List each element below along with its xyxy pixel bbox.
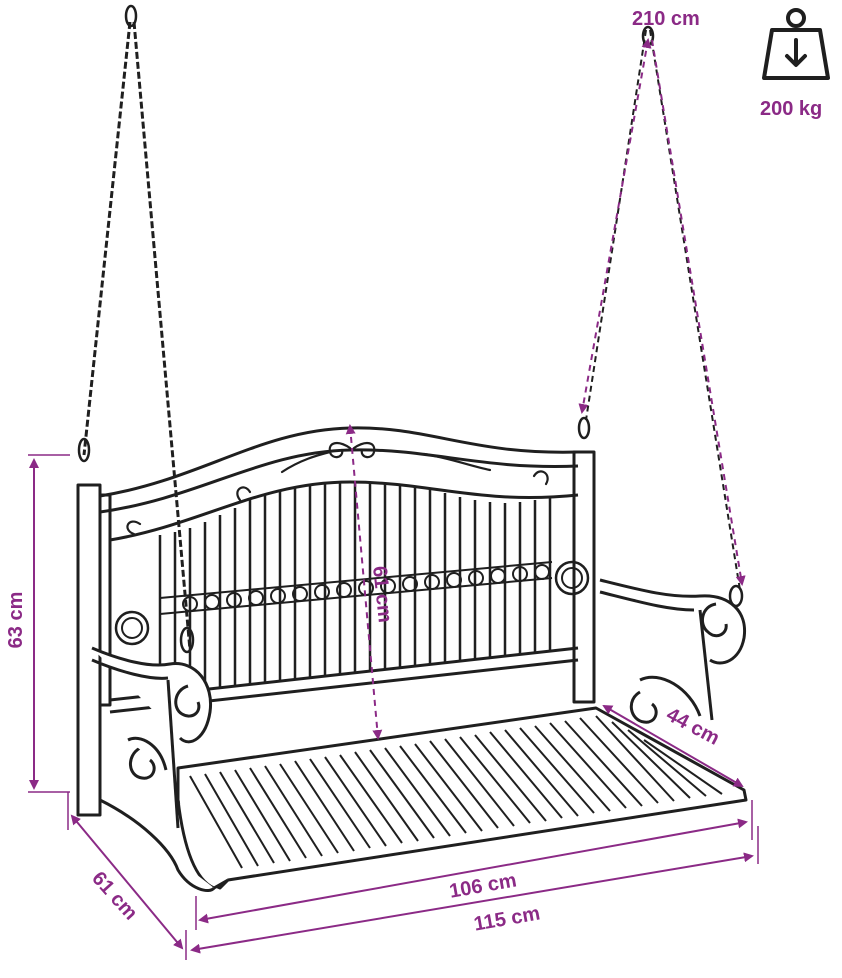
weight-icon bbox=[762, 8, 830, 80]
right-chain bbox=[585, 29, 741, 591]
frame-depth-label: 61 cm bbox=[87, 868, 141, 925]
dim-line-frame-depth bbox=[70, 814, 184, 950]
armrests bbox=[91, 578, 747, 829]
dim-line-chain-length bbox=[578, 38, 652, 414]
dim-line-backrest-height bbox=[345, 424, 383, 740]
total-width-label: 115 cm bbox=[472, 902, 542, 935]
dimension-lines bbox=[28, 38, 759, 960]
dim-line-total-width bbox=[190, 852, 754, 954]
chain-length-label: 210 cm bbox=[632, 8, 700, 30]
left-chain-front bbox=[82, 21, 192, 651]
chain-hook-left bbox=[77, 4, 195, 654]
backrest-height-label: 61 cm bbox=[368, 565, 396, 624]
frame-height-label: 63 cm bbox=[5, 592, 27, 649]
backrest-slats bbox=[158, 482, 552, 694]
dim-line-seat-depth bbox=[602, 704, 744, 788]
max-load-label: 200 kg bbox=[760, 98, 823, 120]
